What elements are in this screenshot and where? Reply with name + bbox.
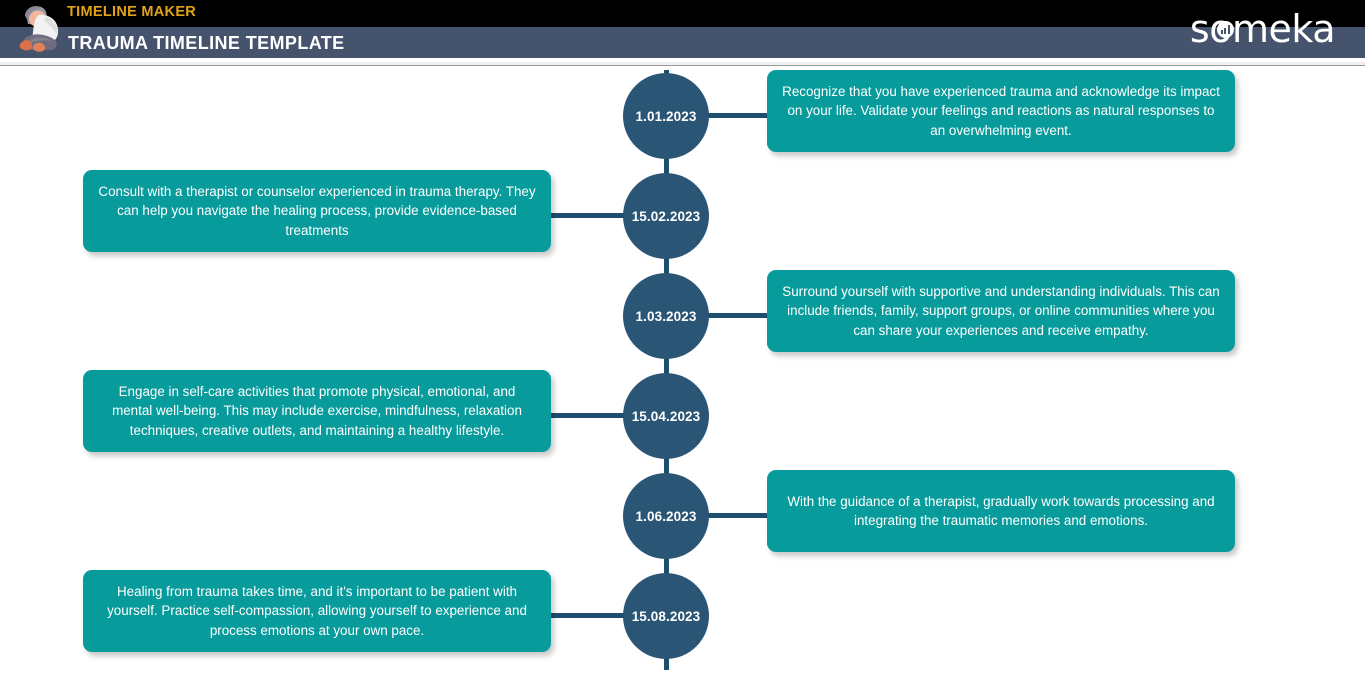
timeline-card-6[interactable]: Healing from trauma takes time, and it's… <box>83 570 551 652</box>
timeline-node-date-1: 1.01.2023 <box>635 108 697 124</box>
timeline-node-date-3: 1.03.2023 <box>635 308 697 324</box>
timeline-event-3: 1.03.2023 Surround yourself with support… <box>0 258 1365 359</box>
page-title: TRAUMA TIMELINE TEMPLATE <box>68 33 345 53</box>
timeline-node-date-5: 1.06.2023 <box>635 508 697 524</box>
timeline-event-1: 1.01.2023 Recognize that you have experi… <box>0 70 1365 159</box>
header-divider-secondary <box>0 66 1365 70</box>
timeline-card-text-5: With the guidance of a therapist, gradua… <box>787 493 1215 529</box>
timeline-card-3[interactable]: Surround yourself with supportive and un… <box>767 270 1235 352</box>
timeline-event-4: 15.04.2023 Engage in self-care activitie… <box>0 358 1365 459</box>
timeline-card-text-2: Consult with a therapist or counselor ex… <box>98 183 536 238</box>
timeline-card-text-6: Healing from trauma takes time, and it's… <box>107 583 527 638</box>
timeline-card-4[interactable]: Engage in self-care activities that prom… <box>83 370 551 452</box>
timeline-card-1[interactable]: Recognize that you have experienced trau… <box>767 70 1235 152</box>
connector-2 <box>545 213 631 218</box>
bar-chart-icon <box>1216 21 1234 38</box>
timeline-node-date-6: 15.08.2023 <box>631 608 701 624</box>
timeline-card-5[interactable]: With the guidance of a therapist, gradua… <box>767 470 1235 552</box>
timeline-canvas: 1.01.2023 Recognize that you have experi… <box>0 70 1365 700</box>
timeline-event-6: 15.08.2023 Healing from trauma takes tim… <box>0 558 1365 659</box>
app-header: TIMELINE MAKER TRAUMA TIMELINE TEMPLATE … <box>0 0 1365 70</box>
timeline-node-1[interactable]: 1.01.2023 <box>623 73 709 159</box>
timeline-card-text-3: Surround yourself with supportive and un… <box>782 283 1220 338</box>
connector-1 <box>702 113 774 118</box>
connector-5 <box>702 513 774 518</box>
someka-logo: someka <box>1189 7 1336 51</box>
connector-6 <box>545 613 631 618</box>
header-divider <box>0 62 1365 66</box>
timeline-node-date-4: 15.04.2023 <box>631 408 701 424</box>
connector-4 <box>545 413 631 418</box>
timeline-node-5[interactable]: 1.06.2023 <box>623 473 709 559</box>
sitting-person-icon <box>13 2 65 58</box>
connector-3 <box>702 313 774 318</box>
header-band-bottom <box>0 27 1365 58</box>
timeline-event-5: 1.06.2023 With the guidance of a therapi… <box>0 458 1365 559</box>
timeline-card-text-4: Engage in self-care activities that prom… <box>112 383 522 438</box>
timeline-node-2[interactable]: 15.02.2023 <box>623 173 709 259</box>
timeline-event-2: 15.02.2023 Consult with a therapist or c… <box>0 158 1365 259</box>
timeline-card-2[interactable]: Consult with a therapist or counselor ex… <box>83 170 551 252</box>
timeline-node-3[interactable]: 1.03.2023 <box>623 273 709 359</box>
timeline-node-6[interactable]: 15.08.2023 <box>623 573 709 659</box>
timeline-node-4[interactable]: 15.04.2023 <box>623 373 709 459</box>
timeline-node-date-2: 15.02.2023 <box>631 208 701 224</box>
timeline-card-text-1: Recognize that you have experienced trau… <box>782 83 1220 138</box>
timeline-spine <box>663 70 669 670</box>
brand-title: TIMELINE MAKER <box>67 4 197 20</box>
header-band-top <box>0 0 1365 27</box>
someka-wordmark: someka <box>1189 7 1336 51</box>
